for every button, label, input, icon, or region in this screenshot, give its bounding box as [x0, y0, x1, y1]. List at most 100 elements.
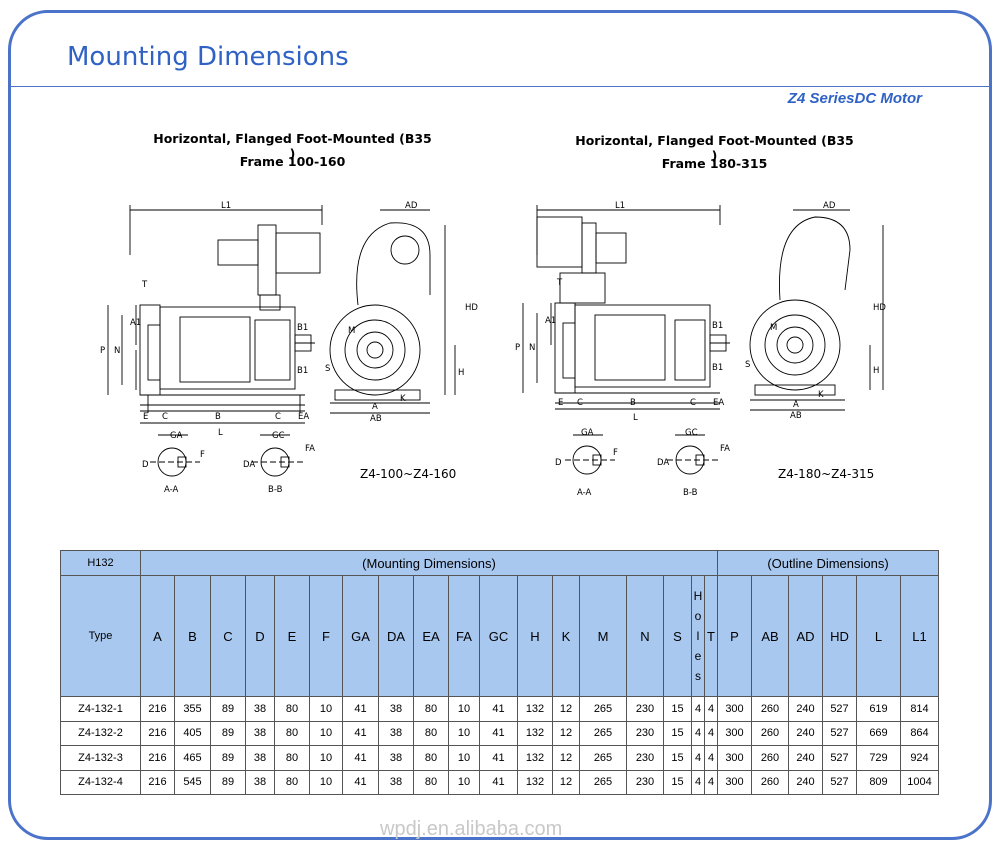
col-header: HD [822, 575, 857, 697]
col-header: C [210, 575, 246, 697]
dim-b-2: B [630, 398, 636, 408]
table-cell: 15 [663, 720, 692, 746]
table-cell: 41 [479, 696, 518, 722]
dim-f-2: F [613, 448, 618, 458]
dim-a-1: A [372, 402, 378, 412]
table-cell: 10 [448, 720, 480, 746]
col-header: GC [479, 575, 518, 697]
table-cell: 300 [717, 769, 752, 795]
dim-k-2: K [818, 390, 824, 400]
table-cell: 38 [378, 769, 414, 795]
dim-p-2: P [515, 343, 520, 353]
table-cell: 41 [342, 745, 379, 771]
table-cell: 240 [788, 745, 823, 771]
table-cell: 729 [856, 745, 901, 771]
table-cell: 38 [245, 720, 275, 746]
table-cell: 230 [626, 769, 664, 795]
table-cell: 41 [479, 720, 518, 746]
table-cell: 4 [704, 745, 718, 771]
table-cell: 265 [579, 696, 627, 722]
row-type-cell: Z4-132-2 [60, 720, 141, 746]
section-aa-1: A-A [164, 485, 179, 495]
series-label: Z4 SeriesDC Motor [787, 90, 922, 107]
dim-d-2: D [555, 458, 562, 468]
table-cell: 216 [140, 720, 175, 746]
dimensions-table: H132 (Mounting Dimensions) (Outline Dime… [60, 550, 939, 795]
dim-s-2: S [745, 360, 750, 370]
page-frame [8, 10, 992, 840]
table-cell: 80 [274, 745, 310, 771]
dim-d-1: D [142, 460, 149, 470]
table-cell: 12 [552, 769, 580, 795]
table-cell: 80 [274, 720, 310, 746]
col-header: B [174, 575, 211, 697]
holes-letter: o [694, 609, 702, 623]
table-cell: 527 [822, 745, 857, 771]
dim-c-2: C [577, 398, 583, 408]
table-cell: 260 [751, 745, 789, 771]
table-cell: 240 [788, 696, 823, 722]
table-cell: 80 [274, 696, 310, 722]
table-cell: 4 [691, 745, 705, 771]
dim-ad-2: AD [823, 201, 836, 211]
table-cell: 12 [552, 696, 580, 722]
col-header: H [517, 575, 553, 697]
dim-b-1: B [215, 412, 221, 422]
table-cell: 924 [900, 745, 939, 771]
dim-ga-2: GA [581, 428, 594, 438]
table-cell: 619 [856, 696, 901, 722]
table-cell: 41 [342, 720, 379, 746]
dim-l1-2: L1 [615, 201, 625, 211]
table-cell: 15 [663, 745, 692, 771]
table-cell: 265 [579, 745, 627, 771]
table-cell: 41 [342, 696, 379, 722]
table-cell: 265 [579, 769, 627, 795]
dim-da-2: DA [657, 458, 669, 468]
table-cell: 10 [309, 745, 343, 771]
dim-ga-1: GA [170, 431, 183, 441]
dim-da-1: DA [243, 460, 255, 470]
table-cell: 89 [210, 745, 246, 771]
table-cell: 216 [140, 696, 175, 722]
table-cell: 41 [479, 745, 518, 771]
table-cell: 230 [626, 720, 664, 746]
table-cell: 300 [717, 720, 752, 746]
dim-a1-1: A1 [130, 318, 141, 328]
col-header: T [704, 575, 718, 697]
table-cell: 10 [448, 745, 480, 771]
dim-fa-1: FA [305, 444, 315, 454]
table-cell: 260 [751, 769, 789, 795]
table-cell: 80 [413, 720, 449, 746]
table-cell: 10 [309, 720, 343, 746]
title-divider [10, 86, 990, 87]
table-cell: 300 [717, 745, 752, 771]
dim-e-2: E [558, 398, 563, 408]
table-cell: 132 [517, 720, 553, 746]
dim-b1b-1: B1 [297, 366, 308, 376]
table-cell: 12 [552, 745, 580, 771]
section-bb-2: B-B [683, 488, 698, 498]
table-corner: H132 [60, 550, 141, 576]
table-cell: 405 [174, 720, 211, 746]
drawing-2-model: Z4-180~Z4-315 [778, 467, 875, 481]
dim-b1-2: B1 [712, 321, 723, 331]
dim-hd-2: HD [873, 303, 886, 313]
table-cell: 300 [717, 696, 752, 722]
dim-b1b-2: B1 [712, 363, 723, 373]
holes-letter: s [695, 669, 701, 683]
table-cell: 814 [900, 696, 939, 722]
table-cell: 240 [788, 720, 823, 746]
table-cell: 527 [822, 769, 857, 795]
col-header: N [626, 575, 664, 697]
dim-p-1: P [100, 346, 105, 356]
holes-letter: l [696, 629, 700, 643]
col-header: FA [448, 575, 480, 697]
table-cell: 80 [413, 696, 449, 722]
table-cell: 38 [245, 769, 275, 795]
dim-l-1: L [218, 428, 223, 438]
table-group-header: H132 (Mounting Dimensions) (Outline Dime… [60, 550, 939, 576]
col-header: E [274, 575, 310, 697]
col-header: S [663, 575, 692, 697]
